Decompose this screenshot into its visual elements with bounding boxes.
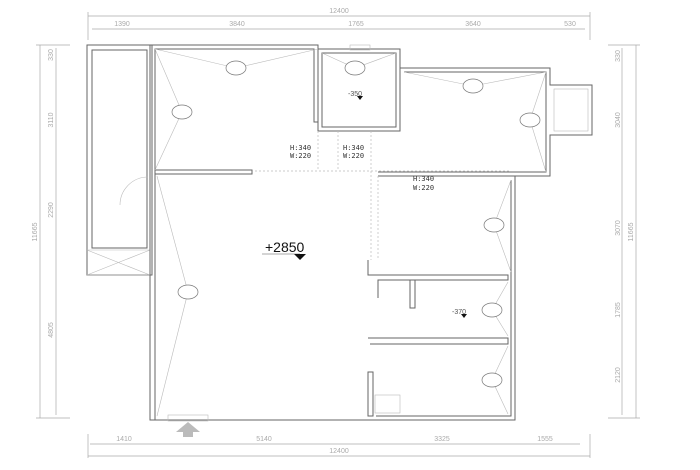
dim-top-2: 3840 (229, 21, 245, 28)
elevation-marker-icon (461, 314, 467, 318)
dim-top-4: 3640 (465, 21, 481, 28)
dim-bottom-total: 12400 (329, 448, 349, 455)
ceiling-light-icon (225, 60, 247, 76)
bottom-dimension-chain: 1410 5140 3325 1555 12400 (87, 434, 591, 458)
dim-bottom-1: 1410 (116, 436, 132, 443)
light-fixtures (154, 48, 547, 417)
opening-3-width: W:220 (413, 184, 434, 192)
dim-bottom-2: 5140 (256, 436, 272, 443)
ceiling-light-icon (344, 60, 366, 76)
opening-1-height: H:340 (290, 144, 311, 152)
ceiling-light-icon (481, 302, 503, 318)
dim-top-1: 1390 (114, 21, 130, 28)
elevation-living: +2850 (265, 239, 305, 255)
dim-left-2: 3110 (48, 112, 55, 127)
dim-right-4: 1785 (615, 302, 622, 318)
dim-right-5: 2120 (615, 367, 622, 383)
elevation-bath-top: -350 (348, 91, 362, 98)
opening-2-height: H:340 (343, 144, 364, 152)
elevation-marker-icon (357, 96, 363, 100)
walls (86, 44, 593, 437)
left-dimension-chain: 11665 330 3110 2290 4805 (32, 44, 70, 419)
dim-bottom-3: 3325 (434, 436, 450, 443)
ceiling-light-icon (483, 217, 505, 233)
dim-right-2: 3040 (615, 112, 622, 128)
dim-top-5: 530 (564, 21, 576, 28)
ceiling-light-icon (481, 372, 503, 388)
dim-left-1: 330 (48, 49, 55, 61)
opening-2-width: W:220 (343, 152, 364, 160)
dim-left-4: 4805 (48, 322, 55, 338)
ceiling-light-icon (462, 78, 484, 94)
dim-top-3: 1765 (348, 21, 364, 28)
right-dimension-chain: 330 3040 3070 1785 2120 11665 (608, 44, 640, 419)
dim-left-total: 11665 (32, 222, 39, 241)
dim-right-1: 330 (615, 50, 622, 62)
dim-right-3: 3070 (615, 220, 622, 236)
dim-right-total: 11665 (628, 222, 635, 241)
opening-1-width: W:220 (290, 152, 311, 160)
ceiling-light-icon (177, 284, 199, 300)
dim-left-3: 2290 (48, 202, 55, 218)
dim-top-total: 12400 (329, 8, 349, 15)
dim-bottom-4: 1555 (537, 436, 553, 443)
elevation-marker-icon (294, 254, 306, 260)
elevation-bath-right: -370 (452, 309, 466, 316)
ceiling-light-icon (519, 112, 541, 128)
ceiling-light-icon (171, 104, 193, 120)
entrance-arrow-icon (176, 422, 200, 432)
top-dimension-chain: 12400 1390 3840 1765 3640 530 (87, 8, 591, 40)
opening-3-height: H:340 (413, 175, 434, 183)
